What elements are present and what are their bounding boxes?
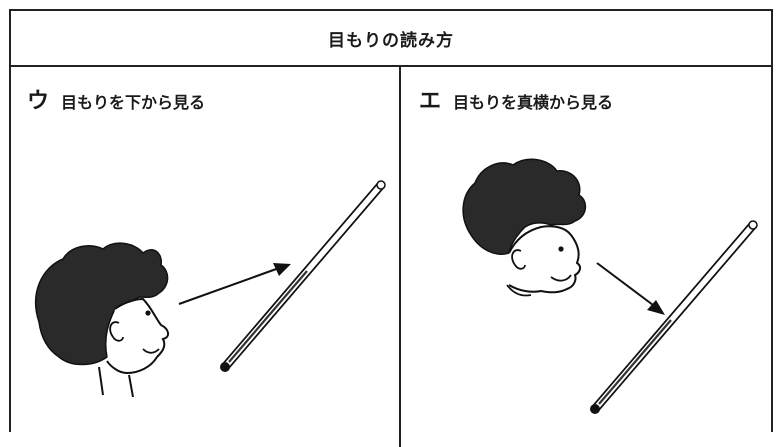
figure-title: 目もりの読み方 xyxy=(328,30,454,51)
face-outline xyxy=(106,297,169,375)
mouth xyxy=(142,348,160,354)
panel-look-from-side: エ 目もりを真横から見る xyxy=(401,67,773,434)
look-from-side-illustration xyxy=(462,158,758,414)
panel-heading: ウ 目もりを下から見る xyxy=(27,83,205,115)
thermometer-illustration xyxy=(590,220,758,414)
sight-line-arrow xyxy=(596,262,665,315)
panel-caption: 目もりを下から見る xyxy=(61,93,206,112)
mouth xyxy=(550,274,572,282)
panel-look-from-below: ウ 目もりを下から見る xyxy=(11,67,399,434)
panel-letter: ウ xyxy=(27,89,50,114)
look-from-below-illustration xyxy=(34,180,386,398)
sight-line-arrow xyxy=(178,263,291,305)
eye xyxy=(558,246,564,252)
panel-caption: 目もりを真横から見る xyxy=(453,93,614,112)
neck xyxy=(98,366,134,398)
panel-letter: エ xyxy=(419,89,442,114)
panel-divider xyxy=(399,67,401,447)
thermometer-illustration xyxy=(220,180,386,372)
person-head-illustration xyxy=(34,242,169,398)
ear xyxy=(511,249,526,270)
figure-header: 目もりの読み方 xyxy=(11,11,771,67)
person-head-illustration xyxy=(462,158,587,297)
face-outline xyxy=(508,225,582,294)
hair-shape xyxy=(34,242,169,366)
eye xyxy=(145,310,151,316)
reading-method-figure: 目もりの読み方 ウ 目もりを下から見る xyxy=(9,9,773,447)
chin-line xyxy=(506,284,532,297)
ear xyxy=(109,321,124,342)
panel-heading: エ 目もりを真横から見る xyxy=(419,83,613,115)
hair-shape xyxy=(462,158,587,255)
